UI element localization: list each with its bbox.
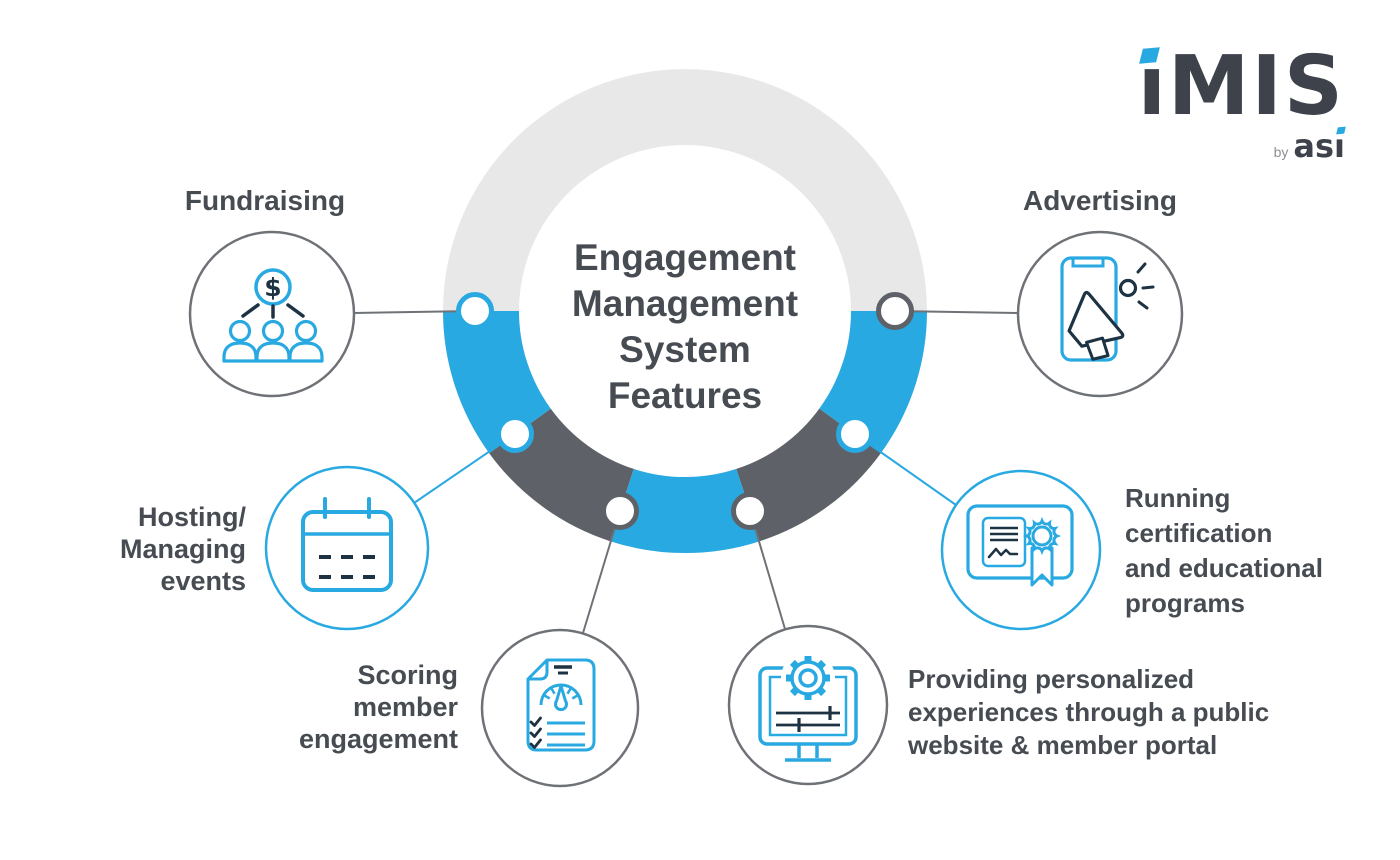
calendar-icon — [301, 497, 393, 592]
ring-node-scoring — [601, 492, 639, 530]
center-title-line: Engagement — [573, 237, 797, 278]
imis-wordmark-wrap: ıMIS — [1138, 46, 1345, 128]
byline-prefix: by — [1273, 144, 1289, 160]
connector-scoring — [582, 510, 621, 634]
asi-wordmark-wrap: ası — [1293, 126, 1346, 165]
ring-node-advertising — [876, 292, 914, 330]
ring-segment-bottom-blue — [610, 468, 760, 554]
connector-advertising — [894, 310, 1019, 314]
asi-wordmark: ası — [1293, 127, 1345, 165]
center-title-line: Management — [571, 283, 799, 324]
certification-circle — [940, 469, 1102, 631]
advertising-label: Advertising — [950, 184, 1250, 218]
certificate-icon — [966, 504, 1074, 587]
center-title-line: Features — [607, 375, 763, 416]
scoring-circle — [480, 628, 640, 788]
personalized-experiences-label: Providing personalized experiences throu… — [908, 663, 1338, 762]
imis-wordmark: ıMIS — [1137, 39, 1345, 134]
connectors — [353, 310, 1019, 634]
ring-node-providing — [731, 492, 769, 530]
scoring-label-line: Scoring — [357, 660, 458, 690]
certification-label-line: and educational — [1125, 553, 1323, 583]
center-title: Engagement Management System Features — [515, 235, 855, 419]
connector-providing — [749, 510, 786, 630]
megaphone-phone-icon — [1060, 256, 1155, 362]
ring-segment-top — [443, 69, 927, 311]
providing-label-line: experiences through a public — [908, 697, 1270, 727]
ring-node-certification — [836, 415, 874, 453]
hosting-events-label: Hosting/ Managing events — [46, 501, 246, 597]
ring-node-hosting — [496, 415, 534, 453]
gauge-document-icon — [526, 658, 596, 752]
hosting-label-line: Managing — [120, 534, 246, 564]
certification-label-line: Running — [1125, 483, 1231, 513]
fundraising-label-text: Fundraising — [184, 185, 346, 216]
fundraising-label: Fundraising — [115, 184, 415, 218]
hosting-label-line: events — [160, 566, 246, 596]
certification-programs-label: Running certification and educational pr… — [1125, 481, 1400, 621]
ring-node-fundraising — [456, 292, 494, 330]
certification-label-line: programs — [1125, 588, 1245, 618]
hosting-circle — [264, 465, 430, 631]
hosting-label-line: Hosting/ — [138, 502, 246, 532]
connector-hosting — [413, 433, 516, 504]
scoring-label-line: engagement — [298, 724, 458, 754]
advertising-label-text: Advertising — [1022, 185, 1178, 216]
providing-label-line: website & member portal — [908, 730, 1218, 760]
scoring-engagement-label: Scoring member engagement — [258, 659, 458, 755]
connector-certification — [854, 433, 957, 506]
imis-logo: ıMIS by ası — [1138, 46, 1346, 165]
ring-nodes — [456, 292, 914, 530]
providing-label-line: Providing personalized — [908, 664, 1195, 694]
certification-label-line: certification — [1125, 518, 1273, 548]
logo-byline: by ası — [1138, 126, 1346, 165]
scoring-label-line: member — [352, 692, 458, 722]
dollar-people-icon: $ — [222, 268, 324, 363]
monitor-gear-icon — [758, 651, 858, 762]
dollar-symbol: $ — [264, 273, 281, 302]
connector-fundraising — [353, 310, 476, 314]
center-title-line: System — [619, 329, 751, 370]
